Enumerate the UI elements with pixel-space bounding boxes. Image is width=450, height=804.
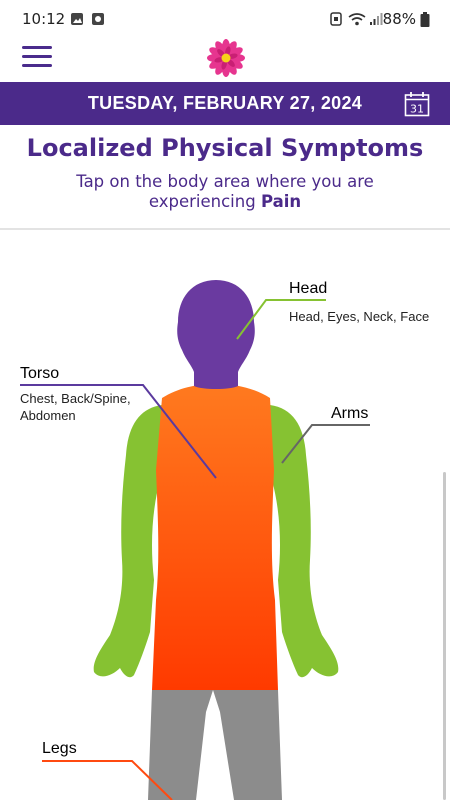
body-map: Head Head, Eyes, Neck, Face Torso Chest,… [0, 230, 450, 801]
flower-logo-icon [207, 39, 245, 77]
torso-label[interactable]: Torso [20, 365, 60, 382]
legs-label[interactable]: Legs [42, 740, 77, 757]
torso-detail: Chest, Back/Spine, Abdomen [20, 390, 131, 424]
instruction-line-1: Tap on the body area where you are [76, 172, 374, 191]
head-region[interactable] [177, 280, 255, 389]
divider [0, 228, 450, 230]
legs-region[interactable] [148, 690, 282, 800]
instruction-prefix: experiencing [148, 192, 261, 211]
instruction-emphasis: Pain [260, 192, 302, 211]
calendar-day: 31 [410, 103, 424, 116]
battery-percent: 88% [382, 10, 416, 28]
app-header [0, 38, 450, 82]
torso-region[interactable] [152, 384, 278, 690]
status-bar: 10:12 88% [0, 0, 450, 38]
calendar-icon[interactable]: 31 [404, 91, 430, 117]
arm-left-region[interactable] [93, 405, 162, 678]
torso-detail-line-1: Chest, Back/Spine, [20, 391, 131, 406]
legs-leader-line [42, 760, 173, 801]
image-icon [71, 13, 83, 25]
menu-icon-bar [22, 46, 52, 49]
instruction-line-2: experiencing Pain [0, 192, 450, 212]
instruction-text: Tap on the body area where you are exper… [0, 172, 450, 212]
battery-icon [420, 12, 430, 27]
body-figure [20, 280, 370, 801]
signal-icon [370, 13, 383, 25]
sim-icon [330, 12, 342, 26]
screen-record-icon [92, 13, 104, 25]
current-date: TUESDAY, FEBRUARY 27, 2024 [87, 93, 363, 113]
head-detail: Head, Eyes, Neck, Face [289, 309, 430, 324]
head-label[interactable]: Head [289, 280, 328, 297]
wifi-icon [348, 13, 366, 26]
scrollbar[interactable] [443, 472, 446, 800]
arm-right-region[interactable] [270, 405, 339, 678]
torso-detail-line-2: Abdomen [20, 408, 76, 423]
date-bar: TUESDAY, FEBRUARY 27, 2024 31 [0, 82, 450, 125]
torso-leader-line [20, 384, 217, 479]
menu-button[interactable] [22, 46, 52, 72]
arms-leader-line [281, 424, 370, 464]
menu-icon-bar [22, 55, 52, 58]
head-leader-line [236, 299, 326, 340]
arms-label[interactable]: Arms [331, 405, 369, 422]
status-time: 10:12 [22, 10, 66, 28]
page-title: Localized Physical Symptoms [26, 134, 424, 162]
menu-icon-bar [22, 64, 52, 67]
